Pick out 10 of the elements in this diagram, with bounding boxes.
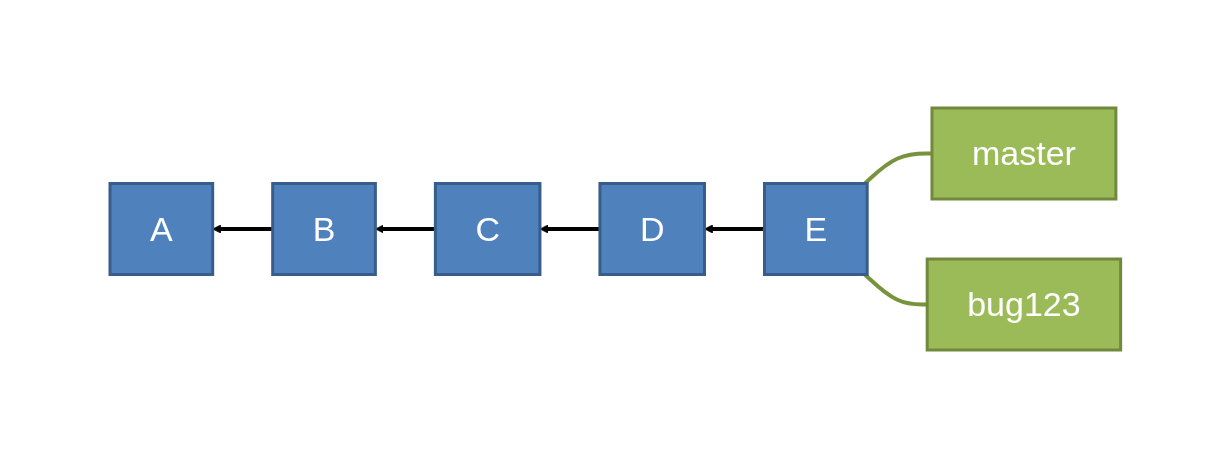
connector	[863, 151, 932, 185]
arrow	[539, 224, 600, 234]
connector	[863, 273, 927, 307]
node-box: bug123	[925, 257, 1122, 352]
node-box: C	[433, 182, 542, 276]
node-box: B	[270, 182, 377, 276]
node-box: E	[762, 182, 869, 276]
node-box: D	[598, 182, 706, 276]
node-box: A	[108, 182, 214, 276]
node-box: master	[930, 106, 1118, 201]
